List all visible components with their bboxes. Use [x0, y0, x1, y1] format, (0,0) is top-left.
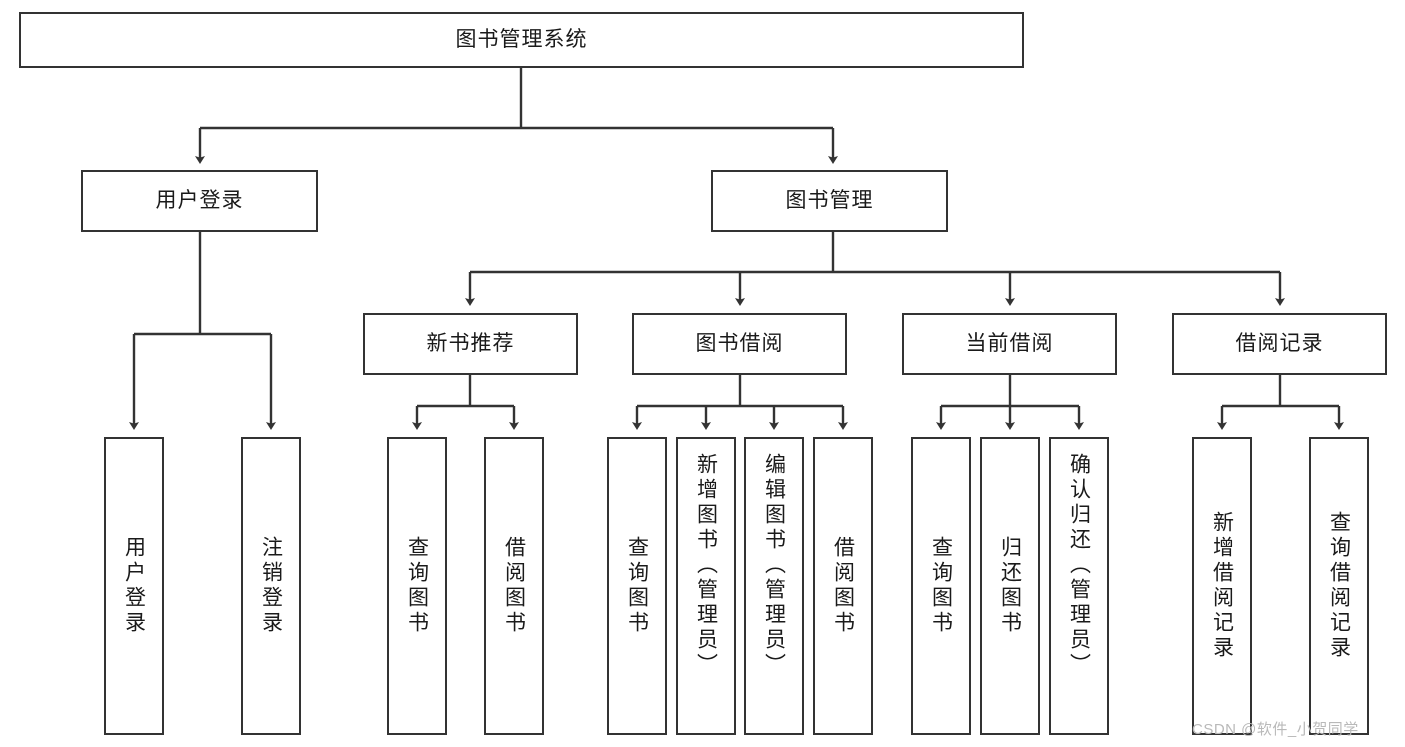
node-borrow-record[interactable]: 借阅记录 — [1172, 313, 1387, 375]
leaf-user-login-label: 用户登录 — [122, 536, 146, 636]
leaf-bb-add-book[interactable]: 新增图书（管理员） — [676, 437, 736, 735]
node-root[interactable]: 图书管理系统 — [19, 12, 1024, 68]
node-user-login[interactable]: 用户登录 — [81, 170, 318, 232]
leaf-cb-query-book-label: 查询图书 — [929, 536, 953, 636]
node-book-manage-label: 图书管理 — [785, 188, 874, 212]
leaf-nb-query-book-label: 查询图书 — [405, 536, 429, 636]
leaf-cb-confirm-return-label: 确认归还（管理员） — [1067, 453, 1091, 678]
node-book-borrow-label: 图书借阅 — [695, 331, 784, 355]
node-current-borrow-label: 当前借阅 — [965, 331, 1054, 355]
leaf-cb-return-book[interactable]: 归还图书 — [980, 437, 1040, 735]
leaf-br-query-record[interactable]: 查询借阅记录 — [1309, 437, 1369, 735]
leaf-logout-label: 注销登录 — [259, 536, 283, 636]
node-new-book-recommend-label: 新书推荐 — [426, 331, 515, 355]
leaf-bb-add-book-label: 新增图书（管理员） — [694, 453, 718, 678]
node-user-login-label: 用户登录 — [155, 188, 244, 212]
leaf-nb-borrow-book-label: 借阅图书 — [502, 536, 526, 636]
leaf-br-add-record[interactable]: 新增借阅记录 — [1192, 437, 1252, 735]
leaf-br-add-record-label: 新增借阅记录 — [1210, 511, 1234, 661]
leaf-user-login[interactable]: 用户登录 — [104, 437, 164, 735]
leaf-cb-query-book[interactable]: 查询图书 — [911, 437, 971, 735]
leaf-bb-edit-book[interactable]: 编辑图书（管理员） — [744, 437, 804, 735]
leaf-bb-borrow-book[interactable]: 借阅图书 — [813, 437, 873, 735]
leaf-bb-query-book[interactable]: 查询图书 — [607, 437, 667, 735]
watermark: CSDN @软件_小贺同学 — [1192, 721, 1359, 738]
leaf-bb-borrow-book-label: 借阅图书 — [831, 536, 855, 636]
leaf-logout[interactable]: 注销登录 — [241, 437, 301, 735]
leaf-nb-borrow-book[interactable]: 借阅图书 — [484, 437, 544, 735]
node-borrow-record-label: 借阅记录 — [1235, 331, 1324, 355]
leaf-cb-return-book-label: 归还图书 — [998, 536, 1022, 636]
leaf-nb-query-book[interactable]: 查询图书 — [387, 437, 447, 735]
node-new-book-recommend[interactable]: 新书推荐 — [363, 313, 578, 375]
leaf-bb-query-book-label: 查询图书 — [625, 536, 649, 636]
leaf-cb-confirm-return[interactable]: 确认归还（管理员） — [1049, 437, 1109, 735]
node-root-label: 图书管理系统 — [455, 27, 588, 51]
leaf-br-query-record-label: 查询借阅记录 — [1327, 511, 1351, 661]
node-current-borrow[interactable]: 当前借阅 — [902, 313, 1117, 375]
node-book-borrow[interactable]: 图书借阅 — [632, 313, 847, 375]
leaf-bb-edit-book-label: 编辑图书（管理员） — [762, 453, 786, 678]
node-book-manage[interactable]: 图书管理 — [711, 170, 948, 232]
